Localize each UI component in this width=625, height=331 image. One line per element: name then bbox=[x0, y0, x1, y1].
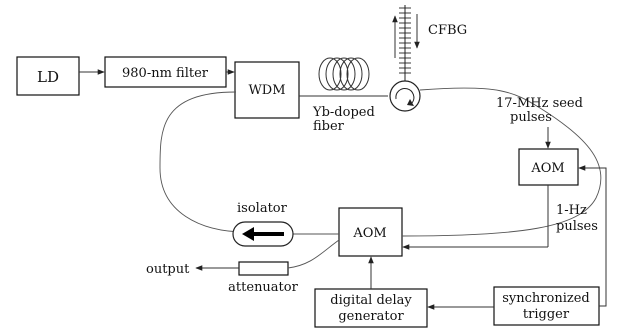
right-ring-fiber bbox=[401, 87, 602, 237]
aom-bottom-block: AOM bbox=[338, 207, 403, 257]
seed-pulses-label-line1: 17-MHz seed bbox=[496, 96, 583, 111]
yb-fiber-label-line1: Yb-doped bbox=[312, 105, 375, 120]
attenuator-block: attenuator bbox=[228, 261, 299, 295]
isolator-label: isolator bbox=[237, 201, 288, 216]
yb-fiber-label-line2: fiber bbox=[313, 119, 345, 134]
delay-label-line2: generator bbox=[338, 309, 404, 324]
filter-label: 980-nm filter bbox=[122, 66, 209, 81]
attenuator-label: attenuator bbox=[228, 280, 298, 295]
trigger-label-line2: trigger bbox=[523, 307, 570, 322]
wdm-block: WDM bbox=[234, 61, 300, 119]
aom-bottom-label: AOM bbox=[352, 226, 386, 241]
yb-fiber-coil-icon bbox=[318, 57, 370, 91]
trigger-to-aom-top-line bbox=[578, 165, 607, 307]
wdm-label: WDM bbox=[248, 83, 285, 98]
ld-block: LD bbox=[16, 56, 80, 96]
left-ring-fiber bbox=[159, 91, 247, 233]
delay-generator-block: digital delay generator bbox=[314, 288, 428, 328]
trigger-label-line1: synchronized bbox=[502, 291, 589, 306]
hz-pulses-label-line1: 1-Hz bbox=[556, 203, 587, 218]
circulator-icon bbox=[389, 80, 421, 112]
isolator-icon bbox=[232, 221, 294, 247]
cfbg-grating-icon bbox=[399, 5, 411, 81]
aom-top-block: AOM bbox=[518, 148, 579, 186]
delay-label-line1: digital delay bbox=[330, 293, 412, 308]
aom-top-label: AOM bbox=[530, 161, 564, 176]
cfbg-label: CFBG bbox=[428, 23, 467, 38]
ld-label: LD bbox=[37, 68, 59, 86]
output-label: output bbox=[146, 262, 190, 277]
aom-to-attenuator-fiber bbox=[287, 239, 340, 269]
seed-pulses-label-line2: pulses bbox=[510, 110, 552, 125]
filter-block: 980-nm filter bbox=[104, 56, 227, 88]
trigger-block: synchronized trigger bbox=[493, 286, 600, 326]
hz-pulses-label-line2: pulses bbox=[556, 219, 598, 234]
